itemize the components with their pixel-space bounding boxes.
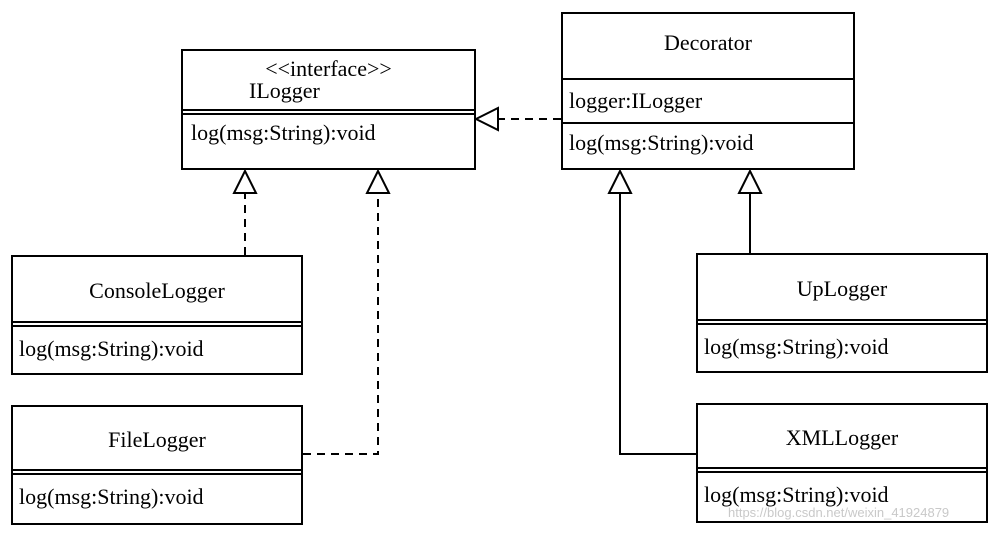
xml-logger-class: XMLLogger log(msg:String):void: [696, 403, 988, 523]
decorator-class: Decorator logger:ILogger log(msg:String)…: [561, 12, 855, 170]
ilogger-method: log(msg:String):void: [191, 120, 376, 145]
file-logger-arrowhead: [365, 168, 391, 194]
up-logger-name: UpLogger: [796, 276, 888, 301]
up-logger-class: UpLogger log(msg:String):void: [696, 253, 988, 373]
ilogger-realization-arrowhead: [473, 106, 499, 132]
xml-logger-method: log(msg:String):void: [704, 482, 889, 507]
decorator-attribute: logger:ILogger: [569, 88, 703, 113]
console-logger-class: ConsoleLogger log(msg:String):void: [11, 255, 303, 375]
ilogger-divider: [183, 109, 474, 115]
console-logger-divider: [13, 321, 301, 327]
file-logger-realization-line: [303, 193, 379, 455]
xml-logger-name: XMLLogger: [785, 425, 899, 450]
file-logger-name: FileLogger: [108, 427, 206, 452]
watermark: https://blog.csdn.net/weixin_41924879: [728, 505, 950, 520]
decorator-name: Decorator: [664, 30, 752, 55]
decorator-method: log(msg:String):void: [569, 130, 754, 155]
ilogger-stereotype: <<interface>>: [265, 56, 392, 81]
xml-logger-arrowhead: [607, 168, 633, 194]
up-logger-arrowhead: [737, 168, 763, 194]
console-logger-arrowhead: [232, 168, 258, 194]
ilogger-name: ILogger: [249, 78, 320, 103]
xml-logger-divider: [698, 467, 986, 473]
file-logger-class: FileLogger log(msg:String):void: [11, 405, 303, 525]
ilogger-class: <<interface>> ILogger log(msg:String):vo…: [181, 49, 476, 170]
up-logger-divider: [698, 319, 986, 325]
file-logger-method: log(msg:String):void: [19, 484, 204, 509]
console-logger-method: log(msg:String):void: [19, 336, 204, 361]
decorator-divider-2: [563, 122, 853, 124]
file-logger-divider: [13, 469, 301, 475]
xml-logger-generalization-line: [619, 193, 696, 455]
console-logger-name: ConsoleLogger: [89, 278, 225, 303]
up-logger-method: log(msg:String):void: [704, 334, 889, 359]
decorator-divider-1: [563, 78, 853, 80]
